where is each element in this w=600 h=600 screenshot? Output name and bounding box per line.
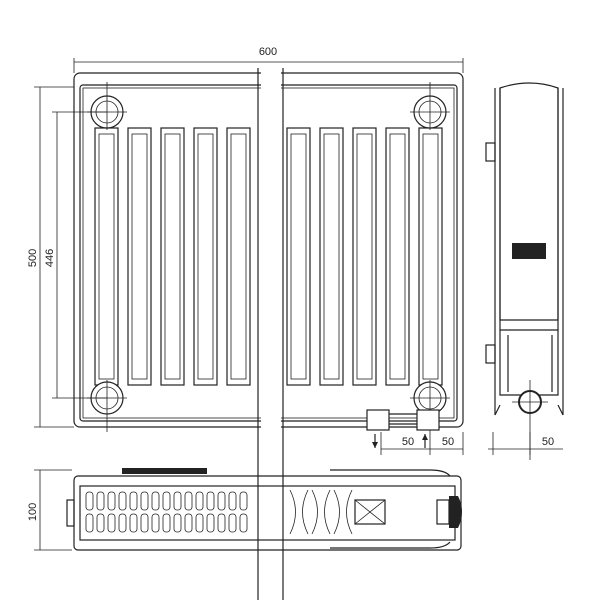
slat-inner: [131, 133, 148, 380]
fin: [96, 513, 105, 533]
slat-inner: [389, 133, 406, 380]
fin: [151, 491, 160, 511]
fin: [239, 513, 248, 533]
fin: [85, 491, 94, 511]
fin: [184, 513, 193, 533]
slat-inner: [323, 133, 340, 380]
top-view-convector-fins: [85, 489, 353, 535]
fin: [311, 489, 331, 535]
dimension-connection-spacing-label: 446: [44, 249, 56, 267]
top-view: [66, 468, 462, 551]
dimension-lines: [34, 58, 563, 551]
bottom-valve: [366, 409, 440, 448]
dimension-bottom-right-label: 50: [442, 436, 454, 448]
slat: [226, 127, 251, 386]
fin: [173, 513, 182, 533]
fin: [129, 513, 138, 533]
fin: [206, 513, 215, 533]
slat: [193, 127, 218, 386]
fin: [107, 491, 116, 511]
connection-circles: [87, 82, 450, 432]
fin: [118, 513, 127, 533]
slat: [286, 127, 311, 386]
slat-inner: [230, 133, 247, 380]
fin: [85, 513, 94, 533]
slat-inner: [290, 133, 307, 380]
slat: [160, 127, 185, 386]
slat: [94, 127, 119, 386]
dimension-depth-label: 100: [27, 503, 39, 521]
dimension-width-label: 600: [259, 46, 277, 58]
fin: [239, 491, 248, 511]
fin: [217, 513, 226, 533]
front-view: [73, 72, 464, 448]
fin: [228, 513, 237, 533]
slat: [352, 127, 377, 386]
fin: [195, 513, 204, 533]
fin: [129, 491, 138, 511]
fin: [184, 491, 193, 511]
slat: [319, 127, 344, 386]
fin: [162, 491, 171, 511]
slat-inner: [356, 133, 373, 380]
fin: [217, 491, 226, 511]
break-lines: [257, 68, 284, 600]
slat: [418, 127, 443, 386]
fin: [228, 491, 237, 511]
dimension-bottom-left-label: 50: [402, 436, 414, 448]
fin: [151, 513, 160, 533]
fin: [140, 513, 149, 533]
fin: [107, 513, 116, 533]
slat-inner: [98, 133, 115, 380]
fin: [333, 489, 353, 535]
side-view: [485, 82, 564, 460]
fin: [289, 489, 309, 535]
slat-inner: [197, 133, 214, 380]
fin: [96, 491, 105, 511]
fin: [206, 491, 215, 511]
slat-inner: [422, 133, 439, 380]
fin: [195, 491, 204, 511]
slat: [385, 127, 410, 386]
slat: [127, 127, 152, 386]
fin: [162, 513, 171, 533]
dimension-height-label: 500: [27, 249, 39, 267]
dimension-side-offset-label: 50: [542, 436, 554, 448]
slat-inner: [164, 133, 181, 380]
fin: [118, 491, 127, 511]
fin: [173, 491, 182, 511]
fin: [140, 491, 149, 511]
